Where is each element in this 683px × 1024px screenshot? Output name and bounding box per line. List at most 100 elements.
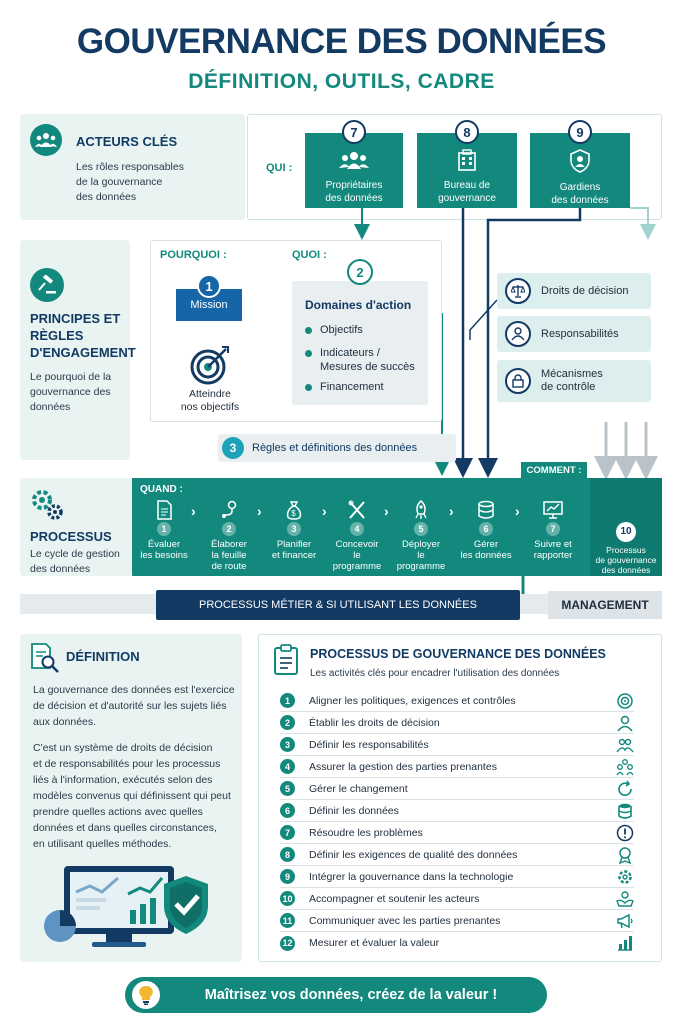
tools-icon <box>348 500 365 519</box>
processus-title: PROCESSUS <box>30 529 112 544</box>
lock-icon <box>505 368 531 394</box>
chevron-right-icon: › <box>257 503 262 519</box>
scales-icon <box>505 278 531 304</box>
target-icon <box>617 692 633 709</box>
chevron-right-icon: › <box>384 503 389 519</box>
chevron-right-icon: › <box>449 503 454 519</box>
rocket-icon <box>415 500 427 519</box>
page-subtitle: DÉFINITION, OUTILS, CADRE <box>188 70 495 93</box>
chevron-right-icon: › <box>322 503 327 519</box>
quoi-label: QUOI : <box>292 249 327 261</box>
document-icon <box>157 500 172 520</box>
money-bag-icon: $ <box>286 501 302 520</box>
gears-icon <box>28 486 66 527</box>
domaine-financement: Financement <box>305 380 384 394</box>
comment-label: COMMENT : <box>521 462 587 478</box>
database-icon <box>478 500 494 519</box>
droits-decision: Droits de décision <box>497 273 651 309</box>
domaine-objectifs: Objectifs <box>305 323 363 337</box>
alert-icon <box>616 824 634 841</box>
building-icon <box>454 149 480 175</box>
group-icon <box>616 758 634 775</box>
team-icon <box>30 124 62 156</box>
database-icon <box>618 803 632 819</box>
shield-user-icon <box>569 149 591 177</box>
gouv-process-subtitle: Les activités clés pour encadrer l'utili… <box>310 668 560 679</box>
regles-number: 3 <box>222 437 244 459</box>
domaines-box <box>292 281 428 405</box>
definition-para1: La gouvernance des données est l'exercic… <box>33 684 235 728</box>
footer-label: Maîtrisez vos données, créez de la valeu… <box>204 987 498 1003</box>
footer-banner: Maîtrisez vos données, créez de la valeu… <box>125 977 547 1013</box>
definition-title: DÉFINITION <box>66 649 140 664</box>
pourquoi-label: POURQUOI : <box>160 249 227 261</box>
route-icon <box>222 500 237 518</box>
target-icon <box>190 345 230 390</box>
management-label: MANAGEMENT <box>548 591 662 619</box>
clipboard-icon <box>272 644 300 681</box>
svg-text:$: $ <box>291 509 296 518</box>
gavel-icon <box>30 268 64 302</box>
domaines-title: Domaines d'action <box>305 298 412 312</box>
dashboard-illustration <box>44 862 214 957</box>
chevron-right-icon: › <box>191 503 196 519</box>
regles-bar: Règles et définitions des données <box>218 434 456 462</box>
chevron-right-icon: › <box>515 503 520 519</box>
quand-label: QUAND : <box>140 484 183 495</box>
refresh-icon <box>618 780 632 796</box>
monitor-chart-icon <box>543 501 563 519</box>
lightbulb-icon <box>130 979 162 1011</box>
person-icon <box>617 715 633 731</box>
chart-icon <box>618 936 632 951</box>
qui-label: QUI : <box>266 162 293 174</box>
gouv-process-title: PROCESSUS DE GOUVERNANCE DES DONNÉES <box>310 647 606 661</box>
responsabilites: Responsabilités <box>497 316 651 352</box>
process-band <box>132 478 662 576</box>
acteurs-title: ACTEURS CLÉS <box>76 134 178 149</box>
metier-bar: PROCESSUS MÉTIER & SI UTILISANT LES DONN… <box>156 590 520 620</box>
domaine-indicateurs: Indicateurs /Mesures de succès <box>305 346 415 374</box>
gear-icon <box>618 869 632 884</box>
mission-number: 1 <box>197 274 221 298</box>
users-icon <box>337 151 371 173</box>
badge-icon <box>618 846 632 864</box>
gouv-process-panel <box>258 634 662 962</box>
team-icon <box>616 738 634 752</box>
megaphone-icon <box>617 913 633 928</box>
person-icon <box>505 321 531 347</box>
acteurs-frame <box>247 114 662 220</box>
search-document-icon <box>28 642 60 679</box>
quoi-number: 2 <box>347 259 373 285</box>
page-title: GOUVERNANCE DES DONNÉES <box>76 22 607 61</box>
